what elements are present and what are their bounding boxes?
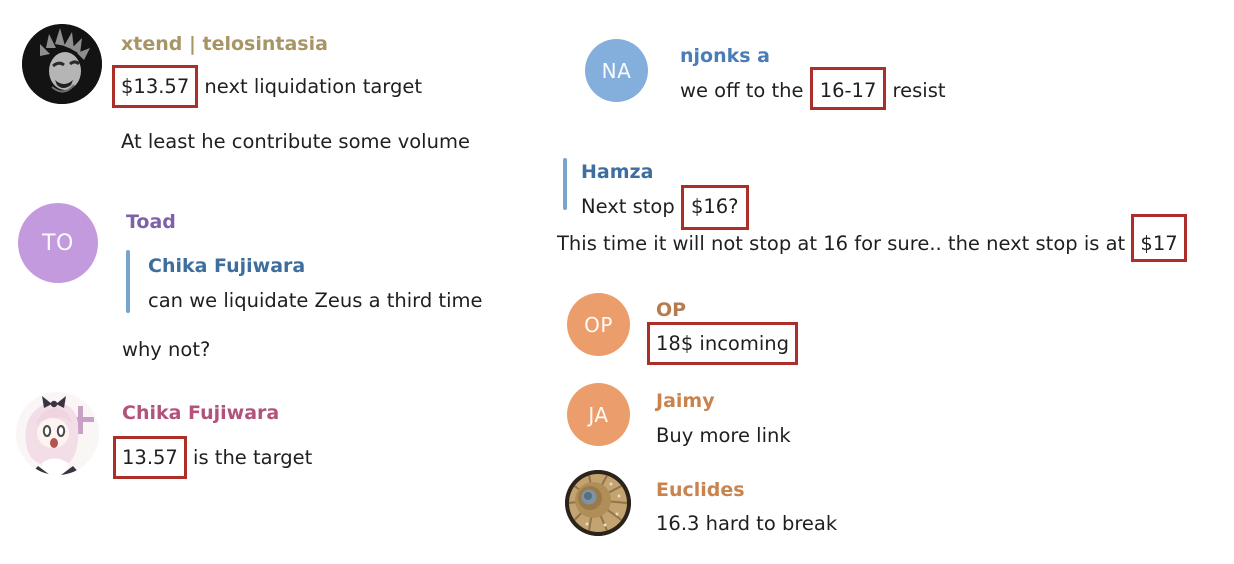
avatar-euclides[interactable]	[565, 470, 631, 536]
username-jaimy[interactable]: Jaimy	[656, 390, 715, 412]
quote-username-chika[interactable]: Chika Fujiwara	[148, 255, 306, 277]
reply-quote-bar	[126, 250, 130, 313]
message-text: This time it will not stop at 16 for sur…	[557, 232, 1132, 255]
message-toad-line1: why not?	[122, 338, 211, 361]
username-xtend[interactable]: xtend | telosintasia	[121, 33, 328, 55]
reply-quote-bar	[563, 158, 567, 210]
highlight-box-16-dollar: $16?	[680, 185, 749, 230]
message-chika-line1: 13.57 is the target	[113, 436, 313, 479]
highlight-box-17-dollar: $17	[1131, 214, 1187, 262]
message-hamza-reply: This time it will not stop at 16 for sur…	[557, 214, 1187, 262]
avatar-njonks[interactable]: NA	[585, 39, 648, 102]
highlight-box-13-57-dollar: $13.57	[112, 65, 199, 108]
message-xtend-line1: $13.57 next liquidation target	[112, 65, 422, 108]
message-euclides-line1: 16.3 hard to break	[656, 512, 838, 535]
avatar-chika[interactable]	[16, 392, 99, 475]
message-njonks-line1: we off to the 16-17 resist	[680, 67, 946, 110]
message-op-line1: 18$ incoming	[647, 322, 798, 365]
message-text: we off to the	[680, 79, 810, 102]
username-op[interactable]: OP	[656, 299, 687, 321]
username-njonks[interactable]: njonks a	[680, 45, 770, 67]
avatar-initials: JA	[588, 402, 609, 427]
quote-text: can we liquidate Zeus a third time	[148, 289, 483, 312]
nautilus-shell-avatar-icon	[565, 470, 631, 536]
anime-girl-avatar-icon	[16, 392, 99, 475]
avatar-initials: NA	[601, 58, 632, 83]
message-text: is the target	[186, 446, 313, 469]
avatar-jaimy[interactable]: JA	[567, 383, 630, 446]
quote-username-hamza[interactable]: Hamza	[581, 161, 654, 183]
message-text: Next stop	[581, 195, 681, 218]
quote-text-hamza: Next stop $16?	[581, 185, 749, 230]
username-chika[interactable]: Chika Fujiwara	[122, 402, 280, 424]
highlight-box-13-57: 13.57	[113, 436, 187, 479]
message-text: next liquidation target	[198, 75, 422, 98]
avatar-initials: TO	[42, 230, 74, 256]
message-text: resist	[886, 79, 946, 102]
avatar-initials: OP	[584, 312, 613, 337]
avatar-op[interactable]: OP	[567, 293, 630, 356]
message-jaimy-line1: Buy more link	[656, 424, 791, 447]
demon-mask-avatar-icon	[22, 24, 102, 104]
username-euclides[interactable]: Euclides	[656, 479, 745, 501]
avatar-toad[interactable]: TO	[18, 203, 98, 283]
message-xtend-line2: At least he contribute some volume	[121, 130, 470, 153]
username-toad[interactable]: Toad	[126, 211, 176, 233]
highlight-box-16-17: 16-17	[809, 67, 887, 110]
highlight-box-18-incoming: 18$ incoming	[647, 322, 798, 365]
avatar-xtend[interactable]	[22, 24, 102, 104]
